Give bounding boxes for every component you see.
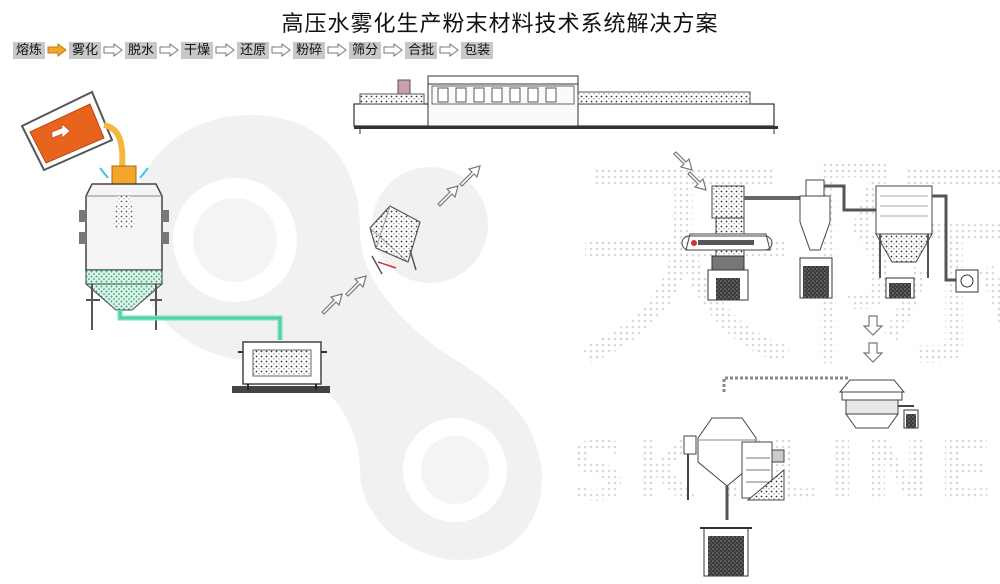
flow-arrows [321, 151, 884, 363]
blender-mixer [683, 417, 785, 577]
step-sieving[interactable]: 筛分 [349, 41, 382, 59]
reduction-furnace [353, 75, 778, 134]
crushing-mill [681, 185, 808, 301]
step-packaging[interactable]: 包装 [461, 41, 494, 59]
arrow-right-icon [271, 43, 291, 57]
arrow-right-icon [103, 43, 123, 57]
cyclone-separator [799, 179, 876, 299]
arrow-right-icon [439, 43, 459, 57]
arrow-right-icon [215, 43, 235, 57]
atomizer-tower [79, 165, 169, 330]
arrow-right-icon [47, 43, 67, 57]
step-crushing[interactable]: 粉碎 [293, 41, 326, 59]
page-title: 高压水雾化生产粉末材料技术系统解决方案 [281, 12, 719, 37]
process-steps: 熔炼 雾化 脱水 干燥 还原 粉碎 筛分 合批 包装 [13, 40, 494, 60]
melting-ladle [20, 90, 126, 172]
watermark-text-cn: 天际 [570, 133, 1000, 400]
vibrating-sieve [722, 376, 919, 429]
step-melting[interactable]: 熔炼 [13, 41, 46, 59]
arrow-right-icon [159, 43, 179, 57]
watermark-logo [128, 115, 542, 560]
bag-filter [875, 185, 979, 299]
step-reduction[interactable]: 还原 [237, 41, 270, 59]
arrow-right-icon [327, 43, 347, 57]
step-dewatering[interactable]: 脱水 [125, 41, 158, 59]
arrow-right-icon [383, 43, 403, 57]
step-atomizing[interactable]: 雾化 [69, 41, 102, 59]
step-drying[interactable]: 干燥 [181, 41, 214, 59]
step-blending[interactable]: 合批 [405, 41, 438, 59]
dewatering-machine [232, 341, 330, 393]
drying-cone-mixer [369, 205, 421, 275]
